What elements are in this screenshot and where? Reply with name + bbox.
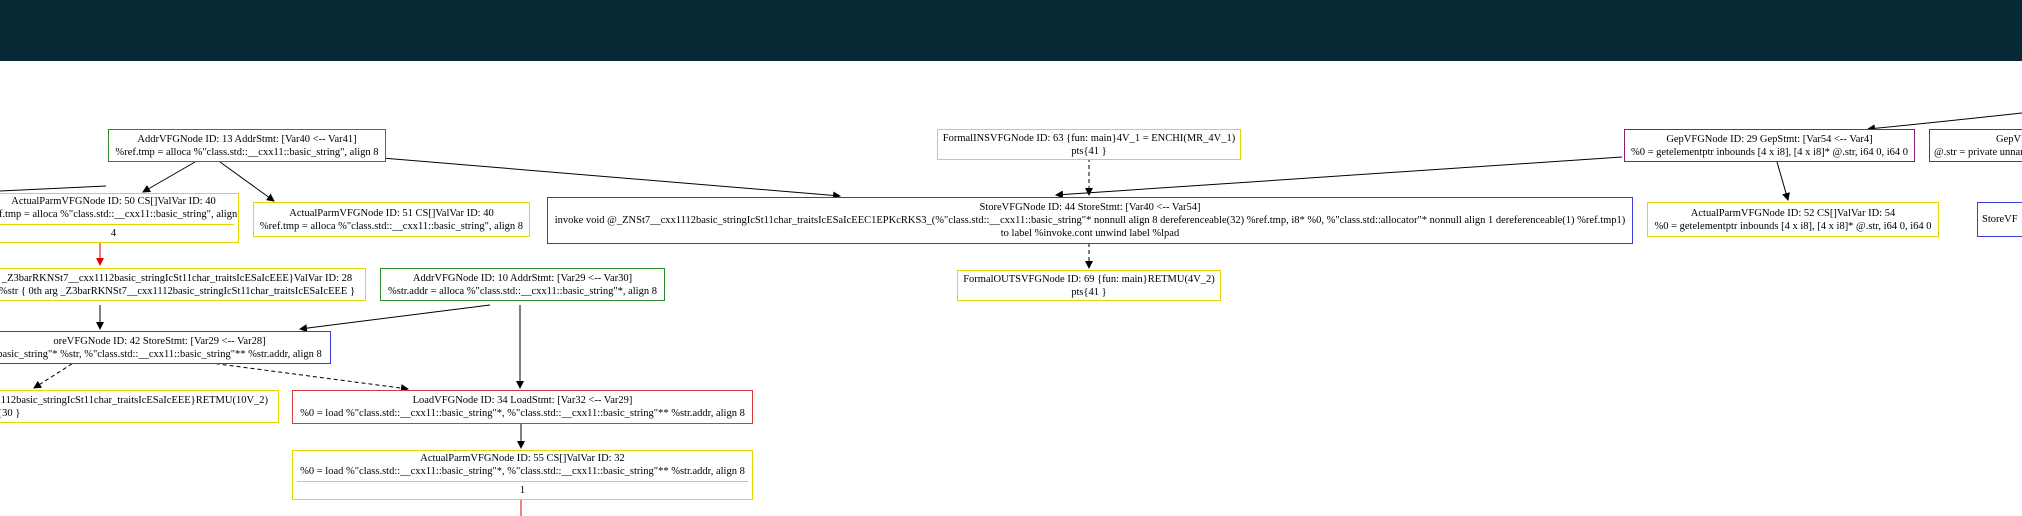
- edge-13-to-50: [142, 161, 196, 193]
- node-10-line2: %str.addr = alloca %"class.std::__cxx11:…: [388, 285, 657, 297]
- node-50-line1: ActualParmVFGNode ID: 50 CS[]ValVar ID: …: [11, 196, 216, 207]
- edge-29-to-52: [1776, 161, 1790, 201]
- node-69-line2: pts{41 }: [1071, 286, 1107, 298]
- store-node-42[interactable]: oreVFGNode ID: 42 StoreStmt: [Var29 <-- …: [0, 331, 331, 364]
- gep-node-29[interactable]: GepVFGNode ID: 29 GepStmt: [Var54 <-- Va…: [1624, 129, 1915, 162]
- store-node-offscreen[interactable]: StoreVF: [1977, 202, 2022, 237]
- node-ret10-line1: l1112basic_stringIcSt11char_traitsIcESaI…: [0, 394, 269, 406]
- node-13-line2: %ref.tmp = alloca %"class.std::__cxx11::…: [115, 146, 379, 158]
- actual-parm-node-50[interactable]: ActualParmVFGNode ID: 50 CS[]ValVar ID: …: [0, 193, 239, 243]
- actual-parm-node-55[interactable]: ActualParmVFGNode ID: 55 CS[]ValVar ID: …: [292, 450, 753, 500]
- load-node-34[interactable]: LoadVFGNode ID: 34 LoadStmt: [Var32 <-- …: [292, 390, 753, 424]
- store-node-44[interactable]: StoreVFGNode ID: 44 StoreStmt: [Var40 <-…: [547, 197, 1633, 244]
- actual-parm-node-51[interactable]: ActualParmVFGNode ID: 51 CS[]ValVar ID: …: [253, 202, 530, 237]
- node-44-line3: to label %invoke.cont unwind label %lpad: [1000, 228, 1180, 239]
- node-44-line2: invoke void @_ZNSt7__cxx1112basic_string…: [554, 215, 1626, 226]
- node-29-line2: %0 = getelementptr inbounds [4 x i8], [4…: [1630, 146, 1909, 158]
- node-13-line1: AddrVFGNode ID: 13 AddrStmt: [Var40 <-- …: [137, 133, 357, 145]
- edge-13-to-44: [381, 157, 841, 200]
- gep-node-offscreen[interactable]: GepVF @.str = private unnam: [1929, 129, 2022, 162]
- node-gepr-line2: @.str = private unnam: [1934, 146, 2022, 158]
- edge-13-to-51: [219, 161, 275, 202]
- top-bar: [0, 0, 2022, 61]
- actual-parm-node-52[interactable]: ActualParmVFGNode ID: 52 CS[]ValVar ID: …: [1647, 202, 1939, 237]
- edge-42-to-ret10: [33, 359, 79, 389]
- node-55-line1: ActualParmVFGNode ID: 55 CS[]ValVar ID: …: [420, 453, 625, 464]
- node-ret10-line2: s{30 }: [0, 407, 21, 419]
- node-28-line2: %str { 0th arg _Z3barRKNSt7__cxx1112basi…: [0, 285, 355, 297]
- node-51-line2: %ref.tmp = alloca %"class.std::__cxx11::…: [259, 220, 524, 232]
- node-55-port: 1: [297, 481, 748, 497]
- edge-42-to-34: [187, 359, 409, 393]
- edge-29-to-44: [1055, 156, 1623, 199]
- formal-ret-node-10v[interactable]: l1112basic_stringIcSt11char_traitsIcESaI…: [0, 390, 279, 423]
- node-34-line2: %0 = load %"class.std::__cxx11::basic_st…: [300, 408, 745, 419]
- node-69-line1: FormalOUTSVFGNode ID: 69 {fun: main}RETM…: [963, 273, 1215, 285]
- node-28-line1: _Z3barRKNSt7__cxx1112basic_stringIcSt11c…: [1, 272, 353, 284]
- edge-10-to-42: [299, 304, 491, 333]
- formal-parm-node-28[interactable]: _Z3barRKNSt7__cxx1112basic_stringIcSt11c…: [0, 268, 366, 301]
- addr-node-13[interactable]: AddrVFGNode ID: 13 AddrStmt: [Var40 <-- …: [108, 129, 386, 162]
- node-63-line1: FormalINSVFGNode ID: 63 {fun: main}4V_1 …: [942, 132, 1236, 144]
- node-50-port: 4: [0, 224, 234, 240]
- node-50-line2: %ref.tmp = alloca %"class.std::__cxx11::…: [0, 209, 239, 220]
- edge-offscreen-to-50: [0, 185, 107, 192]
- node-51-line1: ActualParmVFGNode ID: 51 CS[]ValVar ID: …: [289, 207, 494, 219]
- formal-outs-node-69[interactable]: FormalOUTSVFGNode ID: 69 {fun: main}RETM…: [957, 270, 1221, 301]
- node-44-line1: StoreVFGNode ID: 44 StoreStmt: [Var40 <-…: [979, 202, 1201, 213]
- node-10-line1: AddrVFGNode ID: 10 AddrStmt: [Var29 <-- …: [412, 272, 633, 284]
- node-storer-line1: StoreVF: [1982, 214, 2018, 225]
- vfg-graph-canvas[interactable]: AddrVFGNode ID: 13 AddrStmt: [Var40 <-- …: [0, 61, 2022, 516]
- addr-node-10[interactable]: AddrVFGNode ID: 10 AddrStmt: [Var29 <-- …: [380, 268, 665, 301]
- formal-ins-node-63[interactable]: FormalINSVFGNode ID: 63 {fun: main}4V_1 …: [937, 129, 1241, 160]
- node-29-line1: GepVFGNode ID: 29 GepStmt: [Var54 <-- Va…: [1666, 133, 1873, 145]
- node-52-line1: ActualParmVFGNode ID: 52 CS[]ValVar ID: …: [1690, 207, 1896, 219]
- node-55-line2: %0 = load %"class.std::__cxx11::basic_st…: [300, 466, 745, 477]
- node-42-line2: basic_string"* %str, %"class.std::__cxx1…: [0, 348, 322, 360]
- node-42-line1: oreVFGNode ID: 42 StoreStmt: [Var29 <-- …: [53, 335, 266, 347]
- node-52-line2: %0 = getelementptr inbounds [4 x i8], [4…: [1654, 220, 1932, 232]
- graph-edges: [0, 112, 2022, 516]
- node-gepr-line1: GepVF: [1996, 133, 2022, 145]
- node-34-line1: LoadVFGNode ID: 34 LoadStmt: [Var32 <-- …: [412, 395, 633, 406]
- edge-offscreen-to-29: [1867, 112, 2022, 133]
- node-63-line2: pts{41 }: [1071, 145, 1107, 157]
